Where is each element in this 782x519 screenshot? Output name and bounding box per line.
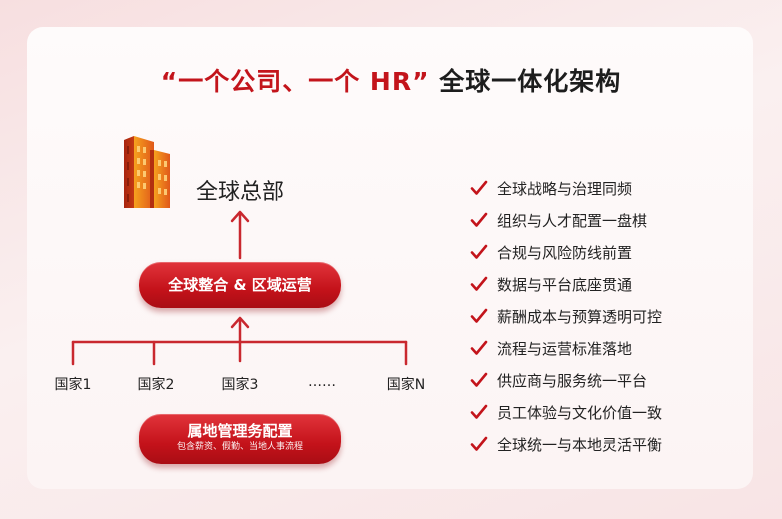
country-1: 国家1 — [54, 377, 92, 393]
country-3: 国家3 — [221, 377, 259, 393]
checklist-item: 流程与运营标准落地 — [470, 332, 662, 364]
country-n: 国家N — [386, 377, 426, 393]
page-title: “一个公司、一个 HR” 全球一体化架构 — [0, 62, 782, 98]
content-card — [27, 27, 753, 489]
checklist-item: 员工体验与文化价值一致 — [470, 396, 662, 428]
checklist-item-text: 流程与运营标准落地 — [497, 339, 633, 358]
local-management-label: 属地管理务配置 — [187, 422, 293, 440]
checklist-item: 合规与风险防线前置 — [470, 236, 662, 268]
check-icon — [470, 244, 488, 259]
check-icon — [470, 340, 488, 355]
checklist-item: 全球统一与本地灵活平衡 — [470, 428, 662, 460]
checklist-item-text: 薪酬成本与预算透明可控 — [497, 307, 663, 326]
checklist-item-text: 员工体验与文化价值一致 — [497, 403, 663, 422]
check-icon — [470, 372, 488, 387]
title-quote-close: ” — [412, 67, 430, 96]
check-icon — [470, 308, 488, 323]
title-rest: 全球一体化架构 — [439, 67, 622, 96]
checklist-item: 数据与平台底座贯通 — [470, 268, 662, 300]
checklist-item-text: 合规与风险防线前置 — [497, 243, 633, 262]
building-icon — [124, 136, 170, 208]
checklist-item-text: 组织与人才配置一盘棋 — [497, 211, 648, 230]
checklist-item: 全球战略与治理同频 — [470, 172, 662, 204]
country-2: 国家2 — [137, 377, 175, 393]
integration-pill: 全球整合 & 区域运营 — [139, 262, 341, 308]
checklist-item: 薪酬成本与预算透明可控 — [470, 300, 662, 332]
title-quote-open: “ — [160, 67, 179, 96]
checklist-item: 供应商与服务统一平台 — [470, 364, 662, 396]
check-icon — [470, 404, 488, 419]
check-icon — [470, 212, 488, 227]
checklist-item-text: 全球战略与治理同频 — [497, 179, 633, 198]
check-icon — [470, 436, 488, 451]
title-highlight: 一个公司、一个 HR — [178, 67, 413, 96]
local-management-sub: 包含薪资、假勤、当地人事流程 — [176, 442, 303, 452]
checklist-item-text: 数据与平台底座贯通 — [497, 275, 633, 294]
checklist-item-text: 全球统一与本地灵活平衡 — [497, 435, 663, 454]
checklist-item-text: 供应商与服务统一平台 — [497, 371, 648, 390]
checklist-item: 组织与人才配置一盘棋 — [470, 204, 662, 236]
hq-label: 全球总部 — [196, 180, 285, 205]
local-management-pill: 属地管理务配置 包含薪资、假勤、当地人事流程 — [139, 414, 341, 464]
benefit-checklist: 全球战略与治理同频 组织与人才配置一盘棋 合规与风险防线前置 数据与平台底座贯通… — [470, 172, 662, 460]
country-ellipsis: …… — [308, 374, 336, 390]
check-icon — [470, 276, 488, 291]
check-icon — [470, 180, 488, 195]
